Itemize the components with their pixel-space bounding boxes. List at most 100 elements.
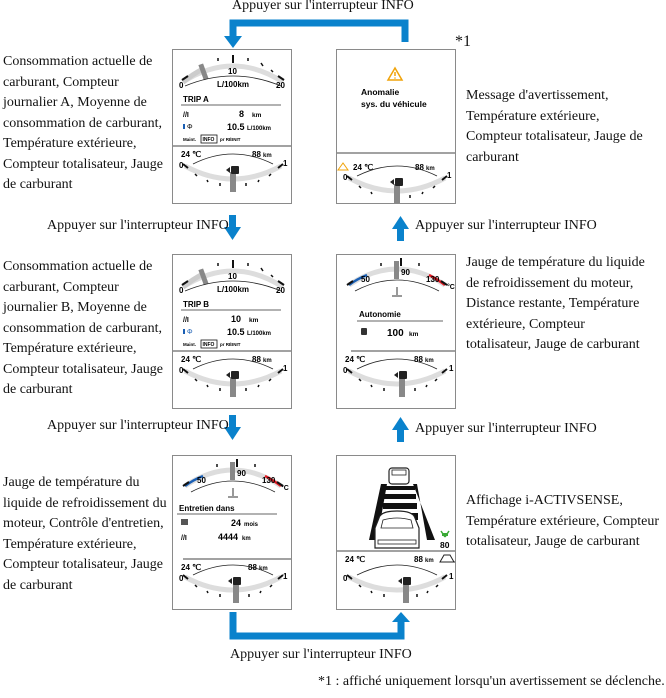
fuel-level-gauge bbox=[346, 165, 448, 203]
odometer-value: 88 bbox=[252, 150, 261, 159]
fuel-consumption-gauge bbox=[181, 260, 285, 292]
lane-keep-icon bbox=[440, 530, 450, 538]
reset-suffix: pr RÉINIT bbox=[220, 340, 241, 347]
odometer-value: 88 bbox=[415, 163, 424, 172]
odometer-unit: km bbox=[263, 358, 272, 364]
distance-icon: //I bbox=[181, 535, 187, 542]
down-arrow-1-shaft bbox=[229, 215, 236, 228]
footnote-marker: *1 bbox=[455, 33, 471, 50]
description-activsense: Affichage i-ACTIVSENSE, Température exté… bbox=[466, 493, 659, 549]
fuel-level-gauge bbox=[346, 564, 448, 603]
trip-distance-unit: km bbox=[252, 112, 262, 119]
description-warning: Message d'avertissement, Température ext… bbox=[466, 88, 643, 165]
coolant-low: 50 bbox=[197, 476, 206, 485]
description-range: Jauge de température du liquide de refro… bbox=[466, 255, 645, 352]
months-value: 24 bbox=[231, 518, 241, 528]
trip-distance-value: 10 bbox=[231, 314, 241, 324]
top-loop-arrow bbox=[229, 19, 409, 42]
fuel-level-gauge bbox=[346, 358, 448, 397]
gauge-unit: L/100km bbox=[217, 285, 249, 294]
coolant-high: 130 bbox=[262, 476, 276, 485]
odometer-value: 88 bbox=[414, 555, 423, 564]
description-maintenance: Jauge de température du liquide de refro… bbox=[3, 475, 167, 593]
fuel-min: 0 bbox=[179, 366, 184, 375]
avg-consumption-unit: L/100km bbox=[247, 331, 271, 337]
maintenance-distance-unit: km bbox=[242, 536, 251, 542]
fuel-max: 1 bbox=[449, 364, 454, 373]
up-arrow-2-head bbox=[392, 417, 409, 430]
trip-distance-unit: km bbox=[249, 317, 259, 324]
fuel-max: 1 bbox=[283, 572, 288, 581]
coolant-temp-gauge bbox=[182, 459, 284, 493]
fuel-max: 1 bbox=[283, 159, 288, 168]
coolant-temp-icon bbox=[228, 488, 238, 498]
maintenance-title: Entretien dans bbox=[179, 504, 235, 513]
coolant-unit: °C bbox=[447, 283, 455, 291]
fuel-level-gauge bbox=[182, 564, 284, 603]
coolant-mid: 90 bbox=[237, 469, 246, 478]
flow-label-top: Appuyer sur l'interrupteur INFO bbox=[232, 0, 414, 13]
fuel-pump-icon bbox=[361, 328, 367, 335]
panel-activsense: 80 24 ℃ 88 km 0 1 bbox=[336, 455, 456, 610]
gauge-min: 0 bbox=[179, 286, 184, 295]
gauge-mid: 10 bbox=[228, 67, 237, 76]
calendar-icon bbox=[181, 519, 188, 525]
range-unit: km bbox=[409, 331, 419, 338]
description-trip-b: Consommation actuelle de carburant, Comp… bbox=[3, 259, 164, 397]
range-value: 100 bbox=[387, 328, 404, 339]
trip-title: TRIP B bbox=[183, 300, 209, 309]
trip-distance-icon: //I bbox=[183, 112, 189, 119]
gauge-mid: 10 bbox=[228, 272, 237, 281]
fuel-max: 1 bbox=[449, 572, 454, 581]
warning-small-icon bbox=[337, 162, 349, 171]
panel-warning: Anomalie sys. du véhicule 24 ℃ 88 km 0 1 bbox=[336, 49, 456, 204]
odometer-value: 88 bbox=[252, 355, 261, 364]
fuel-pump-icon bbox=[231, 166, 239, 174]
flow-label-right-2: Appuyer sur l'interrupteur INFO bbox=[415, 421, 597, 436]
fuel-min: 0 bbox=[179, 574, 184, 583]
up-arrow-2-shaft bbox=[397, 429, 404, 442]
coolant-high: 130 bbox=[426, 275, 440, 284]
flow-label-left-2: Appuyer sur l'interrupteur INFO bbox=[47, 418, 229, 433]
reset-prefix: Maint. bbox=[183, 137, 196, 142]
up-arrow-1-head bbox=[392, 216, 409, 229]
fuel-min: 0 bbox=[179, 161, 184, 170]
down-arrow-2-shaft bbox=[229, 415, 236, 428]
top-loop-arrowhead bbox=[224, 36, 242, 48]
outside-temp: 24 ℃ bbox=[345, 555, 365, 564]
range-title: Autonomie bbox=[359, 310, 401, 319]
lead-vehicle-icon bbox=[388, 467, 410, 485]
gauge-min: 0 bbox=[179, 81, 184, 90]
bottom-loop-arrow bbox=[229, 612, 405, 640]
panel-trip-b: 0 10 20 L/100km TRIP B //I 10 km Φ 10.5 … bbox=[172, 254, 292, 409]
description-trip-a: Consommation actuelle de carburant, Comp… bbox=[3, 54, 164, 192]
flow-label-right-1: Appuyer sur l'interrupteur INFO bbox=[415, 218, 597, 233]
avg-consumption-value: 10.5 bbox=[227, 327, 245, 337]
odometer-unit: km bbox=[425, 358, 434, 364]
fuel-avg-icon bbox=[183, 329, 185, 334]
months-unit: mois bbox=[244, 522, 259, 528]
coolant-mid: 90 bbox=[401, 268, 410, 277]
warning-line-2: sys. du véhicule bbox=[361, 99, 427, 109]
outside-temp: 24 ℃ bbox=[181, 563, 201, 572]
outside-temp: 24 ℃ bbox=[181, 355, 201, 364]
gauge-unit: L/100km bbox=[217, 80, 249, 89]
bottom-loop-arrowhead bbox=[392, 612, 410, 622]
fuel-pump-icon bbox=[395, 178, 403, 186]
avg-consumption-unit: L/100km bbox=[247, 126, 271, 132]
trip-distance-icon: //I bbox=[183, 317, 189, 324]
up-arrow-1-shaft bbox=[397, 228, 404, 241]
fuel-max: 1 bbox=[283, 364, 288, 373]
avg-consumption-value: 10.5 bbox=[227, 122, 245, 132]
fuel-pump-icon bbox=[403, 577, 411, 585]
footnote: *1 : affiché uniquement lorsqu'un averti… bbox=[318, 674, 665, 689]
fuel-pump-icon bbox=[399, 371, 407, 379]
outside-temp: 24 ℃ bbox=[181, 150, 201, 159]
reset-key: INFO bbox=[203, 342, 215, 348]
svg-text:Φ: Φ bbox=[187, 329, 193, 336]
maintenance-distance-value: 4444 bbox=[218, 532, 238, 542]
warning-icon bbox=[386, 66, 404, 81]
fuel-min: 0 bbox=[343, 173, 348, 182]
odometer-value: 88 bbox=[414, 355, 423, 364]
